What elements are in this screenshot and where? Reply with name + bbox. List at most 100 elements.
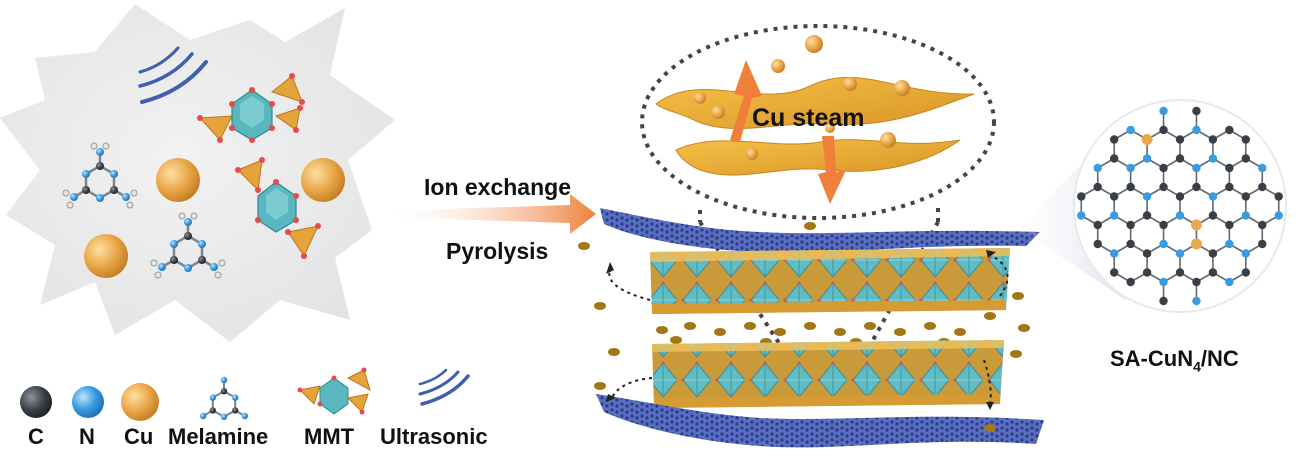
product-name-suffix: /NC xyxy=(1200,346,1239,371)
escaping-cu-particles xyxy=(578,222,1030,432)
carbon-atom xyxy=(1241,268,1251,277)
ion-exchange-label: Ion exchange xyxy=(424,174,571,200)
mmt-fragment xyxy=(235,157,321,259)
carbon-atom xyxy=(1175,135,1185,144)
interlayer-cu-particles xyxy=(656,322,966,346)
sa-cun4-lattice-zoom xyxy=(1073,99,1287,313)
carbon-atom xyxy=(1241,135,1251,144)
zoom-ellipse xyxy=(640,24,996,220)
nitrogen-atom xyxy=(1159,277,1168,287)
graphene-sheet-top xyxy=(600,208,1040,253)
nitrogen-atom xyxy=(1093,163,1102,173)
legend-label-c: C xyxy=(28,424,44,449)
nitrogen-atom xyxy=(1175,211,1185,220)
carbon-atom xyxy=(1274,192,1283,201)
carbon-atom xyxy=(1159,125,1168,135)
cu-single-atom xyxy=(1141,134,1153,145)
nitrogen-atom xyxy=(1225,239,1234,249)
carbon-atom xyxy=(1192,106,1201,116)
pyrolysis-label: Pyrolysis xyxy=(446,238,549,264)
legend-label-melamine: Melamine xyxy=(168,424,269,449)
nitrogen-atom xyxy=(1126,125,1135,135)
carbon-atom xyxy=(1258,220,1267,230)
copper-sphere xyxy=(156,158,200,202)
carbon-atom xyxy=(1241,154,1251,163)
carbon-atom xyxy=(1109,268,1119,277)
nitrogen-atom xyxy=(1192,125,1201,135)
migration-arrows xyxy=(608,255,1009,405)
nitrogen-atom xyxy=(1225,277,1234,287)
carbon-atom xyxy=(1109,192,1119,201)
nitrogen-atom xyxy=(1126,163,1135,173)
product-name-prefix: SA-CuN xyxy=(1110,346,1194,371)
copper-sphere xyxy=(301,158,345,202)
carbon-atom xyxy=(1241,192,1251,201)
carbon-atom xyxy=(1126,239,1135,249)
ultrasonic-wave-icon xyxy=(418,368,470,406)
carbon-atom xyxy=(1208,211,1218,220)
layer-sheet xyxy=(675,139,961,176)
carbon-atom xyxy=(1142,211,1152,220)
nitrogen-atom xyxy=(1175,249,1185,258)
carbon-atom xyxy=(1225,163,1234,173)
carbon-atom xyxy=(1077,192,1086,201)
nitrogen-atom xyxy=(1208,192,1218,201)
carbon-atom xyxy=(1208,268,1218,277)
cu-particles xyxy=(694,35,910,160)
copper-atom-icon xyxy=(121,383,159,421)
carbon-atom xyxy=(1175,192,1185,201)
legend-label-mmt: MMT xyxy=(304,424,355,449)
legend-label-cu: Cu xyxy=(124,424,154,449)
nitrogen-atom xyxy=(1192,163,1201,173)
carbon-atom xyxy=(1093,182,1102,192)
nitrogen-atom xyxy=(1142,192,1152,201)
nitrogen-atom xyxy=(1241,211,1251,220)
nitrogen-atom xyxy=(1159,106,1168,116)
carbon-atom xyxy=(1175,154,1185,163)
carbon-atom xyxy=(1159,182,1168,192)
carbon-atom xyxy=(1126,220,1135,230)
carbon-atom xyxy=(1159,163,1168,173)
mmt-slab-lower xyxy=(652,340,1004,408)
carbon-atom xyxy=(1225,220,1234,230)
nitrogen-atom xyxy=(1258,163,1267,173)
carbon-atom xyxy=(1208,135,1218,144)
carbon-atom xyxy=(1175,268,1185,277)
carbon-atom xyxy=(1192,182,1201,192)
melamine-molecule-icon xyxy=(62,142,138,209)
nitrogen-atom xyxy=(1208,154,1218,163)
nitrogen-atom xyxy=(1142,154,1152,163)
legend-label-n: N xyxy=(79,424,95,449)
copper-sphere xyxy=(84,234,128,278)
nitrogen-atom xyxy=(1159,239,1168,249)
mmt-slab-upper xyxy=(650,248,1010,314)
mmt-structure-icon xyxy=(297,367,371,415)
legend-label-ultrasonic: Ultrasonic xyxy=(380,424,488,449)
cu-single-atom xyxy=(1190,238,1202,250)
cu-steam-label: Cu steam xyxy=(752,104,865,132)
cu-single-atom xyxy=(1190,219,1202,231)
carbon-atom xyxy=(1225,182,1234,192)
carbon-atom xyxy=(1142,268,1152,277)
product-name-subscript: 4 xyxy=(1193,358,1201,375)
carbon-atom xyxy=(1126,182,1135,192)
legend xyxy=(20,367,470,421)
nitrogen-atom xyxy=(1109,249,1119,258)
carbon-atom xyxy=(1109,135,1119,144)
vapor-up-arrow xyxy=(730,60,762,142)
nitrogen-atom xyxy=(1077,211,1086,220)
carbon-atom xyxy=(1225,125,1234,135)
carbon-atom-icon xyxy=(20,386,52,418)
ultrasonic-wave-icon xyxy=(138,46,208,104)
vapor-down-arrow xyxy=(818,136,846,204)
mmt-fragment xyxy=(197,73,305,143)
ultrasonic-mixing-region xyxy=(0,4,395,342)
melamine-molecule-icon xyxy=(150,212,226,279)
carbon-atom xyxy=(1109,154,1119,163)
nitrogen-atom xyxy=(1192,296,1201,306)
carbon-atom xyxy=(1258,182,1267,192)
carbon-atom xyxy=(1159,220,1168,230)
graphene-sheet-bottom xyxy=(596,394,1044,448)
nitrogen-atom-icon xyxy=(72,386,104,418)
layered-composite-structure xyxy=(578,208,1044,448)
